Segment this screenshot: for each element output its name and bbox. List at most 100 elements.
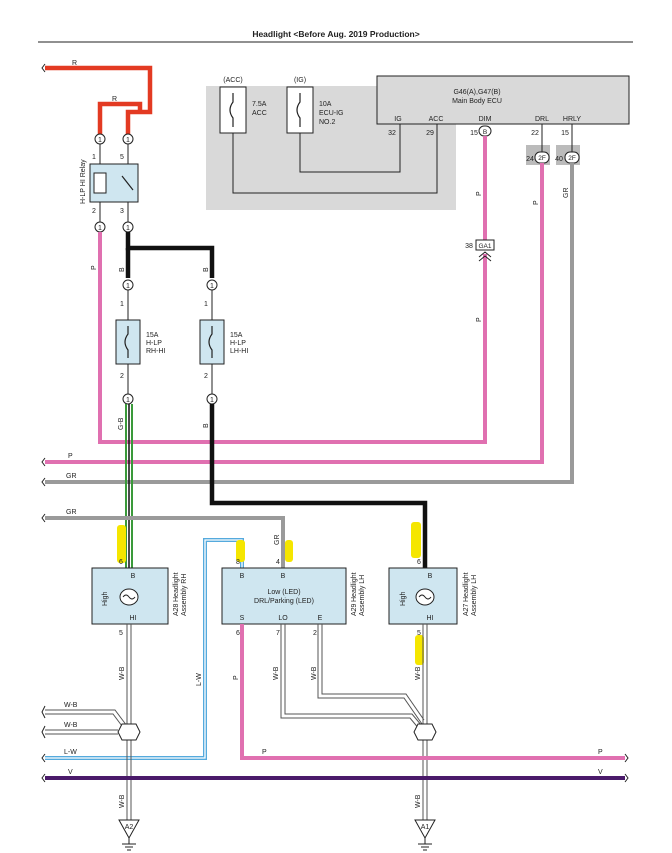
junction-ga1-pin: 38 [465, 243, 473, 250]
a27-name3: Assembly LH [471, 575, 478, 616]
a28-hi-label: HI [130, 615, 137, 622]
fuse-rh-conn-bot [122, 393, 134, 405]
ground-a1-label: A1 [421, 824, 430, 831]
wire-black-main [125, 232, 215, 278]
break-lw [41, 753, 46, 763]
ecu-name2: Main Body ECU [452, 98, 502, 105]
a27-filament-icon [418, 594, 432, 600]
break-red [41, 63, 46, 73]
ecu-conn-hrly-label: 2F [568, 155, 576, 162]
fuse-lh-pin-top: 1 [204, 301, 208, 308]
wire-wb-a28-label: W-B [119, 666, 126, 680]
a29-pin-8: 8 [236, 559, 240, 566]
break-p [41, 457, 46, 467]
fuse-lh-conn-bot-label: 1 [210, 397, 214, 404]
break-wb2 [41, 725, 46, 739]
break-p2-right [624, 753, 629, 763]
fuse-lh-name2: LH-HI [230, 348, 248, 355]
a29-e-label: E [318, 615, 323, 622]
fuse-acc-amp: 7.5A [252, 101, 267, 108]
wire-gray-bus-label: GR [66, 473, 77, 480]
fuse-ig-amp: 10A [319, 101, 332, 108]
a28-filament-icon [122, 594, 136, 600]
fuse-acc-name: ACC [252, 110, 267, 117]
fuse-rh-conn-top-label: 1 [126, 283, 130, 290]
fuse-rh-pin-top: 1 [120, 301, 124, 308]
fuse-lh-pin-bot: 2 [204, 373, 208, 380]
wire-ig-fuse [299, 133, 401, 173]
break-wb1 [41, 705, 46, 719]
relay-label: H-LP HI Relay [80, 159, 87, 204]
relay-pin-1: 1 [92, 154, 96, 161]
wire-pink-dim-label: P [476, 191, 483, 196]
fuse-ig-name2: NO.2 [319, 119, 335, 126]
a28-name1: A28 [173, 603, 180, 616]
relay-conn1-top: 1 [98, 137, 102, 144]
wire-purple-bus-end-label: V [598, 769, 603, 776]
ecu-conn-drl-label: 2F [538, 155, 546, 162]
fuse-rh-amp: 15A [146, 332, 159, 339]
wire-purple-bus-label: V [68, 769, 73, 776]
a29-b2-label: B [281, 573, 286, 580]
junction-ga1 [475, 239, 495, 251]
a29-name3: Assembly LH [359, 575, 366, 616]
fuse-acc-tag: (ACC) [223, 77, 242, 84]
ground-a2-label: A2 [125, 824, 134, 831]
a29-pin-6: 6 [236, 630, 240, 637]
wire-gray-a29 [45, 516, 285, 568]
wire-pink-relay-label: P [91, 265, 98, 270]
relay-pin-2: 2 [92, 208, 96, 215]
wire-pink-a29-s [240, 624, 625, 760]
wire-wb-ground-right-label: W-B [415, 794, 422, 808]
a28-name2-3: Headlight [173, 572, 180, 602]
diagram-title: Headlight <Before Aug. 2019 Production> [252, 29, 419, 39]
ecu-name1: G46(A),G47(B) [453, 89, 500, 96]
headlight-assembly-lh-low [221, 567, 347, 625]
headlight-assembly-lh-high [388, 567, 458, 625]
wire-pink-drl-label: P [533, 200, 540, 205]
wire-wb-a29-lo-b [284, 624, 423, 727]
wire-wb-a29-e-a [317, 624, 423, 725]
fuse-lh-amp: 15A [230, 332, 243, 339]
fuse-lh-icon [208, 326, 213, 358]
wire-wb-bus1-a [45, 709, 128, 727]
wire-red-inner-label: R [112, 96, 117, 103]
highlight-a28-b [117, 525, 126, 563]
ecu-pin-hrly-label: HRLY [563, 116, 581, 123]
highlight-a29-4 [285, 540, 293, 562]
ground-a2-triangle [118, 819, 140, 840]
a27-name1: A27 [463, 603, 470, 616]
wire-acc-fuse [232, 133, 438, 194]
wire-wb-bus2-label: W-B [64, 722, 78, 729]
splice-left [117, 723, 141, 741]
wire-wb-a27-label: W-B [415, 666, 422, 680]
a28-mode: High [102, 591, 109, 606]
a29-name2: Headlight [351, 572, 358, 602]
ecu-pin-drl-label: DRL [535, 116, 549, 123]
wire-gray-hrly-label: GR [563, 188, 570, 199]
break-v-left [41, 773, 46, 783]
wire-lightblue-label: L-W [196, 673, 203, 686]
relay-conn3-bottom: 1 [126, 225, 130, 232]
wire-pink-a29-s-label: P [233, 675, 240, 680]
wire-black-lh-lower-label: B [203, 423, 210, 428]
a29-lo-label: LO [278, 615, 288, 622]
fuse-acc-icon [229, 93, 234, 127]
wire-wb-a29-lo-label: W-B [273, 666, 280, 680]
relay-pin-5: 5 [120, 154, 124, 161]
a29-b1-label: B [240, 573, 245, 580]
a27-pin-b: 6 [417, 559, 421, 566]
wire-wb-bus1-b [45, 713, 126, 731]
wire-black-lh [209, 404, 428, 568]
fuse-ig-name: ECU-IG [319, 110, 344, 117]
relay-conn2-bottom: 1 [98, 225, 102, 232]
break-gr2 [41, 513, 46, 523]
fuse-lh-conn-top-label: 1 [210, 283, 214, 290]
ecu-pin-hrly-num: 15 [561, 130, 569, 137]
junction-ga1-chevron [478, 251, 492, 262]
wire-pink-bus2-label: P [262, 749, 267, 756]
wire-wb-ground-left-label: W-B [119, 794, 126, 808]
ecu-pin-acc-num: 29 [426, 130, 434, 137]
a29-label1: Low (LED) [267, 589, 300, 596]
ecu-pin-acc-label: ACC [429, 116, 444, 123]
